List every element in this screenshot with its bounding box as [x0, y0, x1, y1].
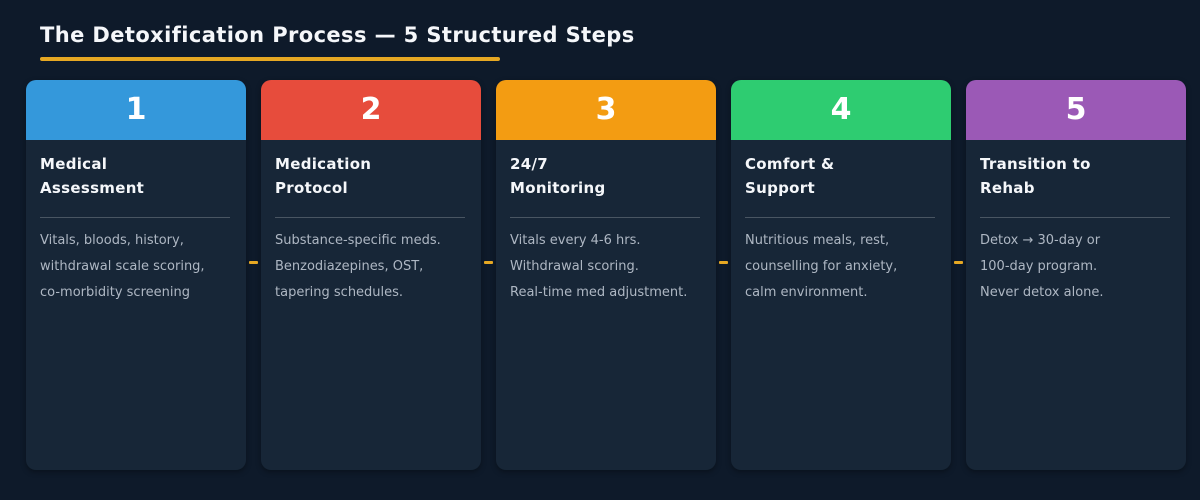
title-underline	[40, 57, 500, 61]
step-description: Substance-specific meds. Benzodiazepines…	[275, 233, 441, 300]
step-card-body: Transition to Rehab Detox → 30-day or 10…	[966, 140, 1186, 306]
step-number-badge: 3	[496, 80, 716, 140]
step-card-body: Comfort & Support Nutritious meals, rest…	[731, 140, 951, 306]
connector-dash-icon	[249, 261, 258, 264]
header: The Detoxification Process — 5 Structure…	[0, 0, 1200, 61]
step-description: Detox → 30-day or 100-day program. Never…	[980, 233, 1104, 300]
connector-dash-icon	[719, 261, 728, 264]
step-title: Comfort & Support	[745, 155, 835, 197]
step-description: Nutritious meals, rest, counselling for …	[745, 233, 898, 300]
step-title: 24/7 Monitoring	[510, 155, 606, 197]
step-card-body: Medication Protocol Substance-specific m…	[261, 140, 481, 306]
step-card-3: 3 24/7 Monitoring Vitals every 4-6 hrs. …	[496, 80, 716, 470]
step-card-body: 24/7 Monitoring Vitals every 4-6 hrs. Wi…	[496, 140, 716, 306]
step-card-2: 2 Medication Protocol Substance-specific…	[261, 80, 481, 470]
step-divider	[275, 217, 465, 218]
step-title: Medication Protocol	[275, 155, 372, 197]
step-number-badge: 1	[26, 80, 246, 140]
step-divider	[510, 217, 700, 218]
page-title: The Detoxification Process — 5 Structure…	[40, 23, 635, 47]
step-description: Vitals every 4-6 hrs. Withdrawal scoring…	[510, 233, 688, 300]
step-card-body: Medical Assessment Vitals, bloods, histo…	[26, 140, 246, 306]
step-divider	[745, 217, 935, 218]
step-divider	[40, 217, 230, 218]
step-number-badge: 4	[731, 80, 951, 140]
step-divider	[980, 217, 1170, 218]
step-title: Medical Assessment	[40, 155, 145, 197]
step-title: Transition to Rehab	[980, 155, 1091, 197]
step-card-4: 4 Comfort & Support Nutritious meals, re…	[731, 80, 951, 470]
step-card-1: 1 Medical Assessment Vitals, bloods, his…	[26, 80, 246, 470]
step-number-badge: 2	[261, 80, 481, 140]
step-number-badge: 5	[966, 80, 1186, 140]
connector-dash-icon	[954, 261, 963, 264]
steps-row: 1 Medical Assessment Vitals, bloods, his…	[26, 80, 1200, 470]
connector-dash-icon	[484, 261, 493, 264]
step-card-5: 5 Transition to Rehab Detox → 30-day or …	[966, 80, 1186, 470]
step-description: Vitals, bloods, history, withdrawal scal…	[40, 233, 205, 300]
